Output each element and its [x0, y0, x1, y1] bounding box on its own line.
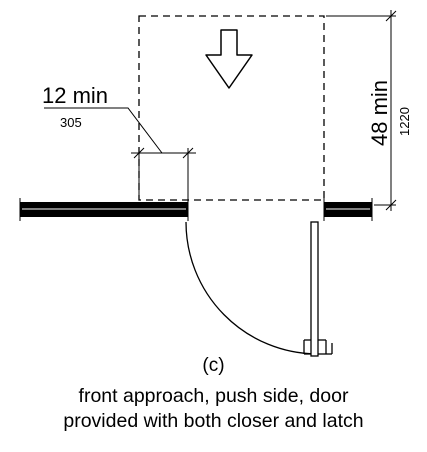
door-leaf — [310, 221, 319, 357]
latch-hardware-icon — [303, 339, 333, 355]
caption-line-2: provided with both closer and latch — [63, 410, 364, 432]
figure-label: (c) — [202, 355, 225, 376]
door-swing-arc — [185, 221, 317, 355]
clearance-box — [138, 15, 325, 201]
side-clearance-metric: 305 — [60, 115, 82, 130]
wall-right — [323, 198, 373, 221]
wall-left — [19, 198, 189, 221]
side-clearance-label: 12 min — [42, 83, 108, 108]
side-clearance-dimension — [44, 107, 196, 205]
depth-clearance-dimension — [326, 10, 397, 211]
depth-clearance-label: 48 min — [367, 80, 392, 146]
approach-arrow-icon — [205, 29, 253, 89]
caption-line-1: front approach, push side, door — [78, 385, 349, 407]
depth-clearance-metric: 1220 — [397, 107, 412, 136]
